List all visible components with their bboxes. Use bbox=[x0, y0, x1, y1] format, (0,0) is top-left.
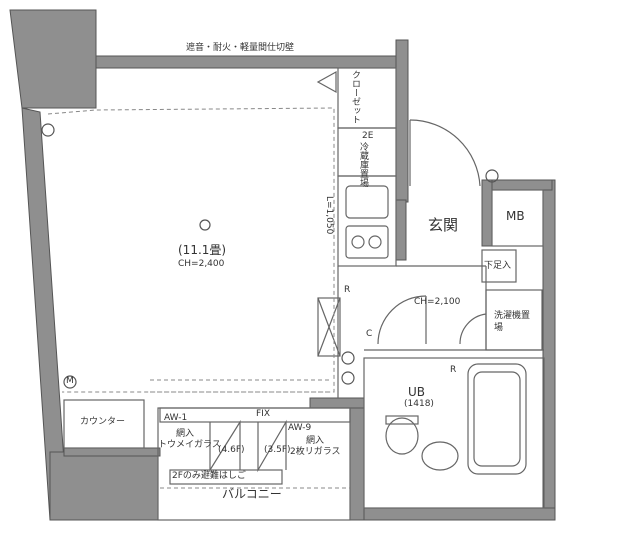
toilet-bowl bbox=[385, 417, 419, 455]
aw9-glass: 2枚リガラス bbox=[290, 447, 341, 457]
counter-length-label: L=1,050 bbox=[324, 196, 334, 235]
stove bbox=[345, 225, 389, 259]
aw9-note: 網入 bbox=[306, 436, 325, 446]
bathtub-inner bbox=[473, 371, 521, 467]
wall-top-strip bbox=[95, 55, 407, 69]
closet-label: クローゼット bbox=[350, 70, 360, 124]
counter-label: カウンター bbox=[80, 417, 126, 427]
ladder-hatch bbox=[169, 469, 283, 485]
washroom-door-swing bbox=[459, 313, 487, 345]
r-mark-ub: R bbox=[450, 365, 457, 375]
balcony-area bbox=[157, 407, 351, 521]
r-mark-kitchen: R bbox=[344, 285, 351, 295]
mb-label: MB bbox=[506, 209, 525, 223]
ub-size-label: (1418) bbox=[404, 399, 434, 409]
ub-door-swing bbox=[377, 295, 427, 345]
sink bbox=[345, 185, 389, 219]
wall-right-top bbox=[395, 39, 409, 203]
closet-door-mark bbox=[316, 70, 337, 94]
shoe-box-label: 下足入 bbox=[484, 261, 512, 271]
cabinet-x-2 bbox=[317, 297, 341, 357]
ub-label: UB bbox=[408, 385, 426, 399]
wall-mb-left bbox=[481, 179, 493, 247]
ub-room bbox=[363, 357, 545, 509]
wall-right-outer bbox=[542, 179, 556, 521]
room-ceiling-height: CH=2,400 bbox=[178, 259, 225, 269]
counter-box bbox=[63, 399, 145, 449]
balcony-window bbox=[159, 407, 351, 423]
bathtub bbox=[467, 363, 527, 475]
entry-ceiling-height: CH=2,100 bbox=[414, 297, 461, 307]
outlet-icon-ub bbox=[341, 371, 355, 385]
dashed-lines bbox=[47, 107, 350, 489]
outlet-icon-hall bbox=[341, 351, 355, 365]
toilet-tank bbox=[385, 415, 419, 425]
aw1-glass: トウメイガラス bbox=[158, 440, 221, 450]
wall-mid-vertical bbox=[395, 199, 407, 261]
meter-icon bbox=[485, 169, 499, 183]
aw1-label: AW-1 bbox=[164, 413, 188, 423]
m-mark: M bbox=[66, 376, 74, 386]
wall-balcony-right bbox=[309, 397, 365, 409]
fixtures bbox=[41, 123, 499, 389]
fix-label: FIX bbox=[256, 409, 270, 419]
sash-a bbox=[209, 419, 241, 473]
washbasin bbox=[421, 441, 459, 471]
c-mark: C bbox=[366, 329, 373, 339]
height-35: (3.5F) bbox=[264, 445, 291, 455]
wall-ub-left bbox=[349, 397, 365, 521]
stove-burner-b bbox=[368, 235, 382, 249]
ladder-note: 2Fのみ避難はしご bbox=[172, 471, 246, 481]
aw9-label: AW-9 bbox=[288, 423, 312, 433]
wall-counter-bottom bbox=[63, 447, 161, 457]
balcony-label: バルコニー bbox=[222, 487, 282, 501]
closet-box bbox=[337, 67, 397, 129]
wall-bottom-right bbox=[349, 507, 556, 521]
fridge-mark: 2E bbox=[362, 131, 374, 141]
entrance-label: 玄関 bbox=[428, 216, 459, 234]
kitchen-counter bbox=[337, 175, 397, 267]
sash-b bbox=[257, 419, 287, 473]
walls bbox=[9, 9, 556, 521]
ceiling-light-icon bbox=[199, 219, 211, 231]
fridge-label: 冷蔵庫置場 bbox=[358, 142, 368, 187]
washer-label: 洗濯機置場 bbox=[494, 311, 531, 333]
outlet-icon-top-left bbox=[41, 123, 55, 137]
door-swings bbox=[316, 70, 487, 345]
wall-top-left-block bbox=[9, 9, 97, 109]
interior-lines bbox=[63, 67, 545, 521]
partition-note: 遮音・耐火・軽量間仕切壁 bbox=[186, 43, 295, 53]
kitchen-lower-cabinet bbox=[317, 297, 341, 357]
stove-burner-a bbox=[351, 235, 365, 249]
wall-bottom-left bbox=[49, 451, 159, 521]
aw1-note: 網入 bbox=[176, 429, 195, 439]
room-size-label: (11.1畳) bbox=[178, 243, 227, 257]
entry-door-swing bbox=[409, 119, 481, 187]
mb-room bbox=[491, 189, 544, 247]
outlet-icon-bottom-left bbox=[63, 375, 77, 389]
height-46: (4.6F) bbox=[218, 445, 245, 455]
window-sashes bbox=[169, 419, 287, 485]
